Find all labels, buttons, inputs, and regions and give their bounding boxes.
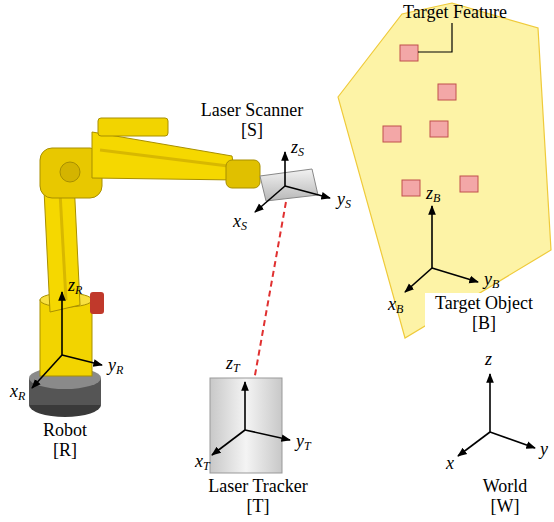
frame-label: Laser Tracker [T]: [203, 476, 314, 516]
frame-node: Target Object [B]: [337, 0, 553, 342]
target-object-outline: [337, 0, 553, 342]
axis-label: y: [540, 440, 548, 463]
world-frame: [458, 374, 535, 456]
tracker-body: [210, 378, 282, 473]
axis-label: yS: [337, 190, 351, 213]
axis-label: yT: [296, 432, 311, 455]
axis-label: zR: [68, 276, 82, 299]
target-frame: [405, 206, 478, 292]
text-label: World [W]: [471, 476, 540, 516]
leader-line: [418, 23, 452, 52]
robot-frame: [32, 292, 102, 388]
frame-node: Laser Scanner [S]: [258, 168, 320, 202]
axis-label: zS: [291, 138, 304, 161]
robot-base: [29, 292, 104, 417]
axis-label: yB: [484, 270, 499, 293]
scanner-body: [258, 168, 320, 202]
axis-label: xB: [388, 295, 403, 318]
axis-label: x: [446, 454, 454, 477]
scanner-frame: [255, 152, 330, 212]
axis-label: z: [485, 350, 492, 373]
target-surface: [338, 3, 551, 338]
axis-label: xT: [195, 452, 210, 475]
text-label: Target Feature: [403, 2, 507, 22]
laser-beam: [254, 202, 285, 378]
frame-label: Target Object [B]: [425, 293, 543, 333]
axis-label: zT: [226, 354, 240, 377]
axis-label: xS: [233, 212, 247, 235]
frame-node: Laser Tracker [T]: [210, 378, 282, 473]
text-label: Robot [R]: [33, 420, 97, 460]
axis-label: yR: [108, 356, 123, 379]
robot-arm: [40, 118, 260, 312]
target-features: [383, 45, 478, 196]
frame-label: Laser Scanner [S]: [196, 100, 308, 140]
axis-label: zB: [426, 184, 440, 207]
axis-label: xR: [10, 382, 25, 405]
tracker-frame: [212, 382, 290, 455]
